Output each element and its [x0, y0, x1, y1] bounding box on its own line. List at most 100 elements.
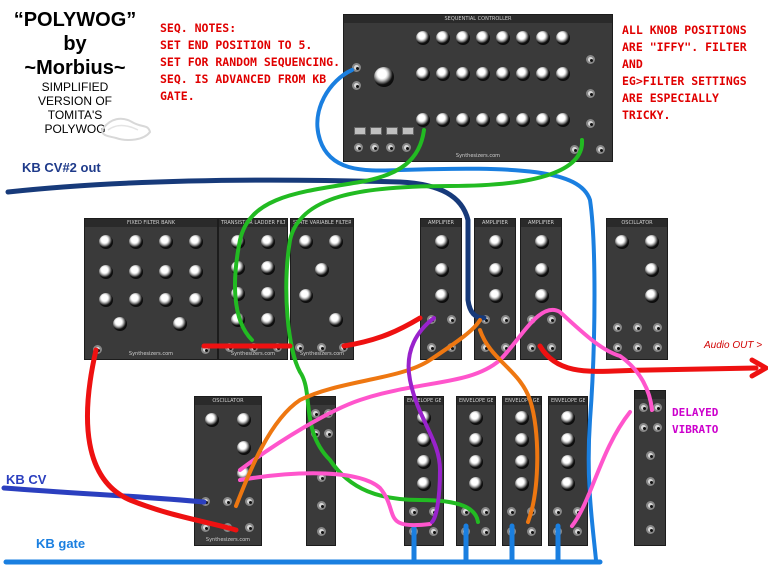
seq-knob[interactable] — [436, 67, 450, 81]
seq-knob[interactable] — [456, 113, 470, 127]
filter-knob[interactable] — [129, 293, 143, 307]
eg-knob[interactable] — [515, 455, 529, 469]
filter-knob[interactable] — [99, 235, 113, 249]
eg-knob[interactable] — [515, 433, 529, 447]
sequencer-jack[interactable] — [596, 145, 605, 154]
svf-jack[interactable] — [295, 343, 304, 352]
sequencer-jack[interactable] — [354, 143, 363, 152]
eg-jack[interactable] — [481, 527, 490, 536]
seq-knob[interactable] — [556, 67, 570, 81]
amp-knob[interactable] — [435, 235, 449, 249]
sequencer-jack[interactable] — [570, 145, 579, 154]
filter-knob[interactable] — [173, 317, 187, 331]
eg-knob[interactable] — [469, 433, 483, 447]
sequencer-jack[interactable] — [370, 143, 379, 152]
eg-jack[interactable] — [409, 527, 418, 536]
seq-knob[interactable] — [516, 31, 530, 45]
osc-jack[interactable] — [653, 323, 662, 332]
ladder-jack[interactable] — [273, 343, 282, 352]
filter-jack[interactable] — [201, 345, 210, 354]
amp-jack[interactable] — [481, 315, 490, 324]
seq-knob[interactable] — [456, 67, 470, 81]
sequencer-button[interactable] — [354, 127, 366, 135]
eg-jack[interactable] — [481, 507, 490, 516]
utility-jack[interactable] — [324, 429, 333, 438]
svf-jack[interactable] — [339, 343, 348, 352]
sequencer-jack[interactable] — [386, 143, 395, 152]
seq-knob[interactable] — [436, 31, 450, 45]
osc-jack[interactable] — [201, 523, 210, 532]
eg-jack[interactable] — [429, 527, 438, 536]
osc-jack[interactable] — [223, 523, 232, 532]
seq-knob[interactable] — [456, 31, 470, 45]
amp-jack[interactable] — [527, 343, 536, 352]
filter-jack[interactable] — [93, 345, 102, 354]
osc-knob[interactable] — [645, 263, 659, 277]
seq-knob[interactable] — [496, 113, 510, 127]
eg-knob[interactable] — [417, 455, 431, 469]
seq-knob[interactable] — [516, 113, 530, 127]
filter-knob[interactable] — [159, 265, 173, 279]
seq-knob[interactable] — [416, 31, 430, 45]
utility-jack[interactable] — [317, 501, 326, 510]
sequencer-jack[interactable] — [352, 63, 361, 72]
eg-knob[interactable] — [515, 411, 529, 425]
ladder-jack[interactable] — [249, 343, 258, 352]
sequencer-button[interactable] — [370, 127, 382, 135]
amp-jack[interactable] — [447, 343, 456, 352]
seq-knob[interactable] — [476, 31, 490, 45]
delay-jack[interactable] — [639, 403, 648, 412]
amp-jack[interactable] — [427, 315, 436, 324]
delay-jack[interactable] — [646, 451, 655, 460]
osc-knob[interactable] — [237, 413, 251, 427]
seq-knob[interactable] — [536, 113, 550, 127]
eg-knob[interactable] — [417, 477, 431, 491]
seq-knob[interactable] — [556, 31, 570, 45]
utility-jack[interactable] — [324, 409, 333, 418]
osc-jack[interactable] — [653, 343, 662, 352]
filter-knob[interactable] — [99, 265, 113, 279]
eg-jack[interactable] — [527, 507, 536, 516]
ladder-knob[interactable] — [231, 261, 245, 275]
osc-knob[interactable] — [645, 289, 659, 303]
seq-knob[interactable] — [476, 67, 490, 81]
eg-knob[interactable] — [469, 411, 483, 425]
ladder-knob[interactable] — [261, 287, 275, 301]
osc-jack[interactable] — [633, 323, 642, 332]
osc-jack[interactable] — [613, 343, 622, 352]
amp-knob[interactable] — [489, 263, 503, 277]
sequencer-rate-knob[interactable] — [374, 67, 394, 87]
ladder-jack[interactable] — [225, 343, 234, 352]
eg-knob[interactable] — [515, 477, 529, 491]
delay-jack[interactable] — [639, 423, 648, 432]
amp-knob[interactable] — [489, 235, 503, 249]
sequencer-jack[interactable] — [586, 89, 595, 98]
utility-jack[interactable] — [311, 429, 320, 438]
amp-knob[interactable] — [489, 289, 503, 303]
amp-jack[interactable] — [547, 315, 556, 324]
seq-knob[interactable] — [496, 31, 510, 45]
seq-knob[interactable] — [436, 113, 450, 127]
osc-jack[interactable] — [633, 343, 642, 352]
eg-jack[interactable] — [553, 507, 562, 516]
amp-jack[interactable] — [547, 343, 556, 352]
eg-knob[interactable] — [561, 433, 575, 447]
eg-jack[interactable] — [461, 527, 470, 536]
eg-jack[interactable] — [573, 527, 582, 536]
ladder-knob[interactable] — [261, 235, 275, 249]
ladder-knob[interactable] — [231, 313, 245, 327]
amp-knob[interactable] — [435, 289, 449, 303]
eg-jack[interactable] — [429, 507, 438, 516]
eg-jack[interactable] — [507, 527, 516, 536]
amp-knob[interactable] — [535, 289, 549, 303]
ladder-knob[interactable] — [231, 235, 245, 249]
delay-jack[interactable] — [653, 403, 662, 412]
osc-jack[interactable] — [245, 523, 254, 532]
amp-jack[interactable] — [501, 315, 510, 324]
osc-knob[interactable] — [205, 413, 219, 427]
sequencer-button[interactable] — [386, 127, 398, 135]
amp-jack[interactable] — [427, 343, 436, 352]
seq-knob[interactable] — [516, 67, 530, 81]
filter-knob[interactable] — [113, 317, 127, 331]
svf-knob[interactable] — [315, 263, 329, 277]
